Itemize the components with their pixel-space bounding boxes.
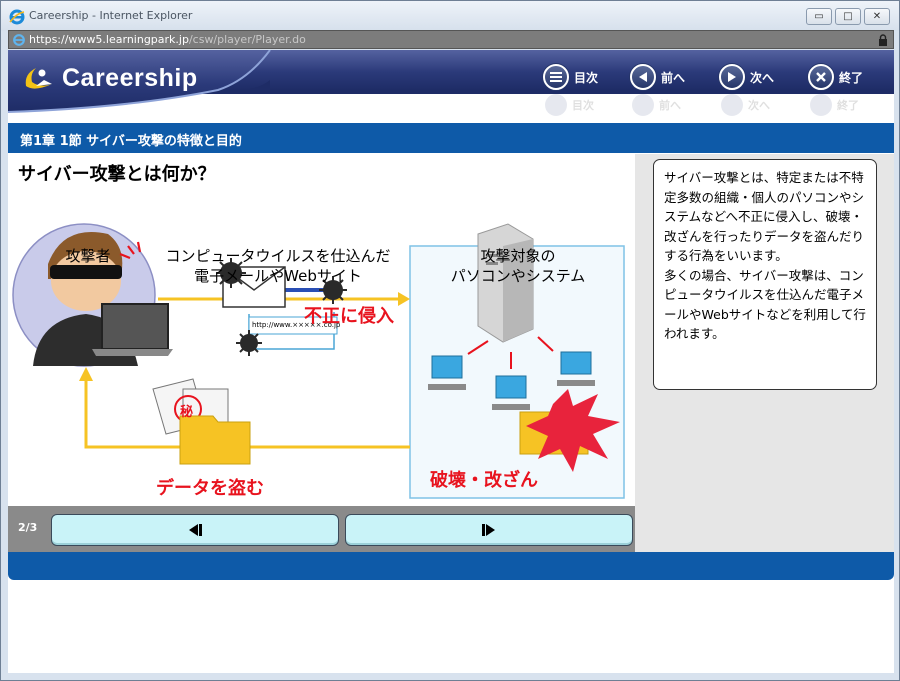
website-frame bbox=[248, 316, 338, 335]
header-banner: Careership 目次 前へ 次へ 終了 目次 前へ 次へ 終了 bbox=[8, 50, 894, 122]
attacker-mask bbox=[50, 265, 122, 279]
flow-arrowhead-target bbox=[398, 292, 410, 306]
page-indicator: 2/3 bbox=[18, 521, 38, 534]
prev-reflection: 前へ bbox=[632, 94, 681, 116]
page-content: Careership 目次 前へ 次へ 終了 目次 前へ 次へ 終了 第1章 1 bbox=[8, 50, 894, 673]
toc-label: 目次 bbox=[574, 70, 599, 85]
explanation-panel: サイバー攻撃とは、特定または不特定多数の組織・個人のパソコンやシステムなどへ不正… bbox=[635, 154, 894, 552]
attacker-laptop-base bbox=[92, 349, 173, 356]
exit-reflection: 終了 bbox=[810, 94, 859, 116]
next-button[interactable]: 次へ bbox=[719, 63, 774, 91]
next-page-button[interactable] bbox=[345, 514, 633, 546]
attack-diagram bbox=[12, 223, 625, 499]
footer-bar bbox=[8, 552, 894, 580]
explanation-box: サイバー攻撃とは、特定または不特定多数の組織・個人のパソコンやシステムなどへ不正… bbox=[653, 159, 877, 390]
intrusion-label: 不正に侵入 bbox=[304, 306, 394, 327]
pc-keyboards bbox=[428, 380, 595, 410]
destroy-label: 破壊・改ざん bbox=[430, 470, 538, 491]
banner-background bbox=[8, 50, 894, 113]
email-label-line2: 電子メールやWebサイト bbox=[194, 267, 362, 285]
stolen-folder-icon bbox=[179, 415, 251, 465]
lock-icon[interactable] bbox=[878, 34, 888, 46]
steal-data-label: データを盗む bbox=[156, 478, 264, 499]
toc-button[interactable]: 目次 bbox=[543, 63, 598, 91]
window-title: Careership - Internet Explorer bbox=[29, 9, 193, 22]
url-text: https://www5.learningpark.jp/csw/player/… bbox=[29, 33, 306, 46]
url-path: /csw/player/Player.do bbox=[188, 33, 306, 46]
attacker-grin-marks bbox=[119, 241, 142, 260]
attacker-laptop bbox=[101, 303, 169, 350]
next-arrow-icon bbox=[719, 64, 745, 90]
url-prefix: https://www5. bbox=[29, 33, 106, 46]
ie-page-icon bbox=[13, 34, 25, 46]
chapter-title: 第1章 1節 サイバー攻撃の特徴と目的 bbox=[8, 123, 894, 153]
prev-label: 前へ bbox=[661, 70, 686, 85]
prev-button[interactable]: 前へ bbox=[630, 63, 685, 91]
virus-spikes bbox=[216, 258, 347, 356]
close-icon bbox=[808, 64, 834, 90]
exit-label: 終了 bbox=[839, 70, 864, 85]
toc-reflection: 目次 bbox=[545, 94, 594, 116]
url-host: learningpark.jp bbox=[105, 33, 189, 46]
explanation-paragraph-1: サイバー攻撃とは、特定または不特定多数の組織・個人のパソコンやシステムなどへ不正… bbox=[664, 170, 865, 263]
exit-button[interactable]: 終了 bbox=[808, 63, 863, 91]
target-label-line1: 攻撃対象の bbox=[480, 247, 556, 265]
explanation-paragraph-2: 多くの場合、サイバー攻撃は、コンピュータウイルスを仕込んだ電子メールやWebサイ… bbox=[664, 267, 866, 342]
prev-page-button[interactable] bbox=[51, 514, 339, 546]
flow-line-return bbox=[84, 378, 410, 449]
maximize-button[interactable]: □ bbox=[835, 8, 861, 25]
ie-logo-icon bbox=[9, 9, 25, 25]
address-bar[interactable]: https://www5.learningpark.jp/csw/player/… bbox=[8, 30, 894, 49]
network-arrows bbox=[467, 336, 554, 369]
careership-logo-icon bbox=[25, 68, 52, 89]
secret-mark: 秘 bbox=[180, 405, 194, 420]
server-icon bbox=[477, 223, 534, 343]
explosion-burst-icon bbox=[526, 389, 620, 472]
logo-text: Careership bbox=[62, 64, 198, 92]
target-label-line2: パソコンやシステム bbox=[450, 267, 586, 285]
next-page-icon bbox=[482, 524, 495, 536]
flow-arrowhead-attacker bbox=[79, 367, 93, 381]
prev-arrow-icon bbox=[630, 64, 656, 90]
title-bar: Careership - Internet Explorer ▭ □ ✕ bbox=[1, 1, 899, 31]
pc-icon bbox=[431, 351, 592, 399]
slide-controls: 2/3 bbox=[8, 506, 635, 552]
menu-icon bbox=[543, 64, 569, 90]
minimize-button[interactable]: ▭ bbox=[806, 8, 832, 25]
next-reflection: 次へ bbox=[721, 94, 770, 116]
email-label-line1: コンピュータウイルスを仕込んだ bbox=[165, 247, 391, 265]
prev-page-icon bbox=[189, 524, 202, 536]
slide-area: サイバー攻撃とは何か？ bbox=[8, 154, 635, 506]
blank-area bbox=[8, 580, 894, 673]
attacker-label: 攻撃者 bbox=[65, 247, 111, 265]
slide-title: サイバー攻撃とは何か？ bbox=[18, 164, 216, 185]
close-window-button[interactable]: ✕ bbox=[864, 8, 890, 25]
next-label: 次へ bbox=[750, 70, 775, 85]
url-text-sample: http://www.×××××.co.jp bbox=[252, 321, 341, 329]
